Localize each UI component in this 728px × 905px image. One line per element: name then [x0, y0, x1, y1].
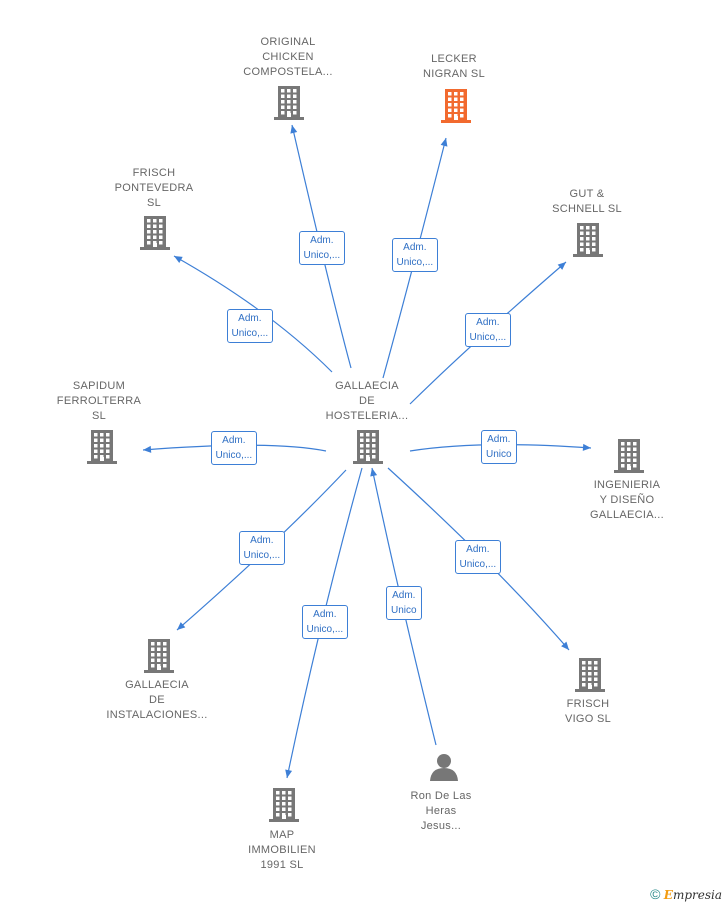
node-label-frisch-pontevedra: FRISCH PONTEVEDRA SL [114, 167, 194, 209]
brand-logo: Empresia [663, 888, 722, 902]
building-icon[interactable] [140, 216, 170, 250]
node-label-sapidum-ferrolterra: SAPIDUM FERROLTERRA SL [56, 380, 142, 422]
building-icon[interactable] [614, 439, 644, 473]
arrowhead-map-immobilien [285, 769, 293, 778]
arrowhead-ingenieria-diseno [582, 443, 591, 451]
edge-label-frisch-vigo[interactable]: Adm. Unico,... [454, 540, 502, 574]
edge-label-sapidum-ferrolterra[interactable]: Adm. Unico,... [210, 431, 258, 465]
building-icon[interactable] [573, 223, 603, 257]
arrowhead-gut-schnell [557, 262, 566, 270]
node-label-ingenieria-diseno: INGENIERIA Y DISEÑO GALLAECIA... [590, 479, 664, 521]
edge-original-chicken [291, 124, 352, 369]
node-label-lecker-nigran: LECKER NIGRAN SL [423, 53, 485, 80]
arrowhead-ron-de-las-heras [370, 468, 378, 477]
node-label-original-chicken: ORIGINAL CHICKEN COMPOSTELA... [243, 36, 333, 78]
arrowhead-lecker-nigran [440, 138, 448, 147]
copyright-symbol: © [650, 886, 661, 902]
building-icon[interactable] [87, 430, 117, 464]
edge-label-ron-de-las-heras[interactable]: Adm. Unico [386, 586, 422, 620]
edge-label-ingenieria-diseno[interactable]: Adm. Unico [481, 430, 517, 464]
building-icon[interactable] [575, 658, 605, 692]
node-label-gut-schnell: GUT & SCHNELL SL [552, 188, 622, 215]
building-icon[interactable] [353, 430, 383, 464]
arrowhead-sapidum-ferrolterra [143, 445, 152, 453]
person-icon[interactable] [430, 754, 458, 781]
edge-label-gallaecia-instalaciones[interactable]: Adm. Unico,... [238, 531, 286, 565]
edge-label-gut-schnell[interactable]: Adm. Unico,... [464, 313, 512, 347]
building-icon[interactable] [274, 86, 304, 120]
arrowhead-original-chicken [290, 125, 298, 134]
building-icon[interactable] [144, 639, 174, 673]
arrowhead-frisch-pontevedra [174, 256, 183, 263]
node-label-ron-de-las-heras: Ron De Las Heras Jesus... [410, 790, 472, 832]
node-label-gallaecia-hosteleria: GALLAECIA DE HOSTELERIA... [325, 380, 409, 422]
arrowhead-gallaecia-instalaciones [177, 622, 186, 630]
building-icon[interactable] [269, 788, 299, 822]
edge-label-lecker-nigran[interactable]: Adm. Unico,... [391, 238, 439, 272]
edge-label-map-immobilien[interactable]: Adm. Unico,... [301, 605, 349, 639]
building-icon[interactable] [441, 89, 471, 123]
arrowhead-frisch-vigo [561, 641, 569, 650]
node-label-gallaecia-instalaciones: GALLAECIA DE INSTALACIONES... [106, 679, 208, 721]
node-label-map-immobilien: MAP IMMOBILIEN 1991 SL [248, 829, 316, 871]
footer-brand: © Empresia [650, 886, 722, 902]
edge-label-frisch-pontevedra[interactable]: Adm. Unico,... [226, 309, 274, 343]
node-label-frisch-vigo: FRISCH VIGO SL [564, 698, 612, 725]
edge-label-original-chicken[interactable]: Adm. Unico,... [298, 231, 346, 265]
